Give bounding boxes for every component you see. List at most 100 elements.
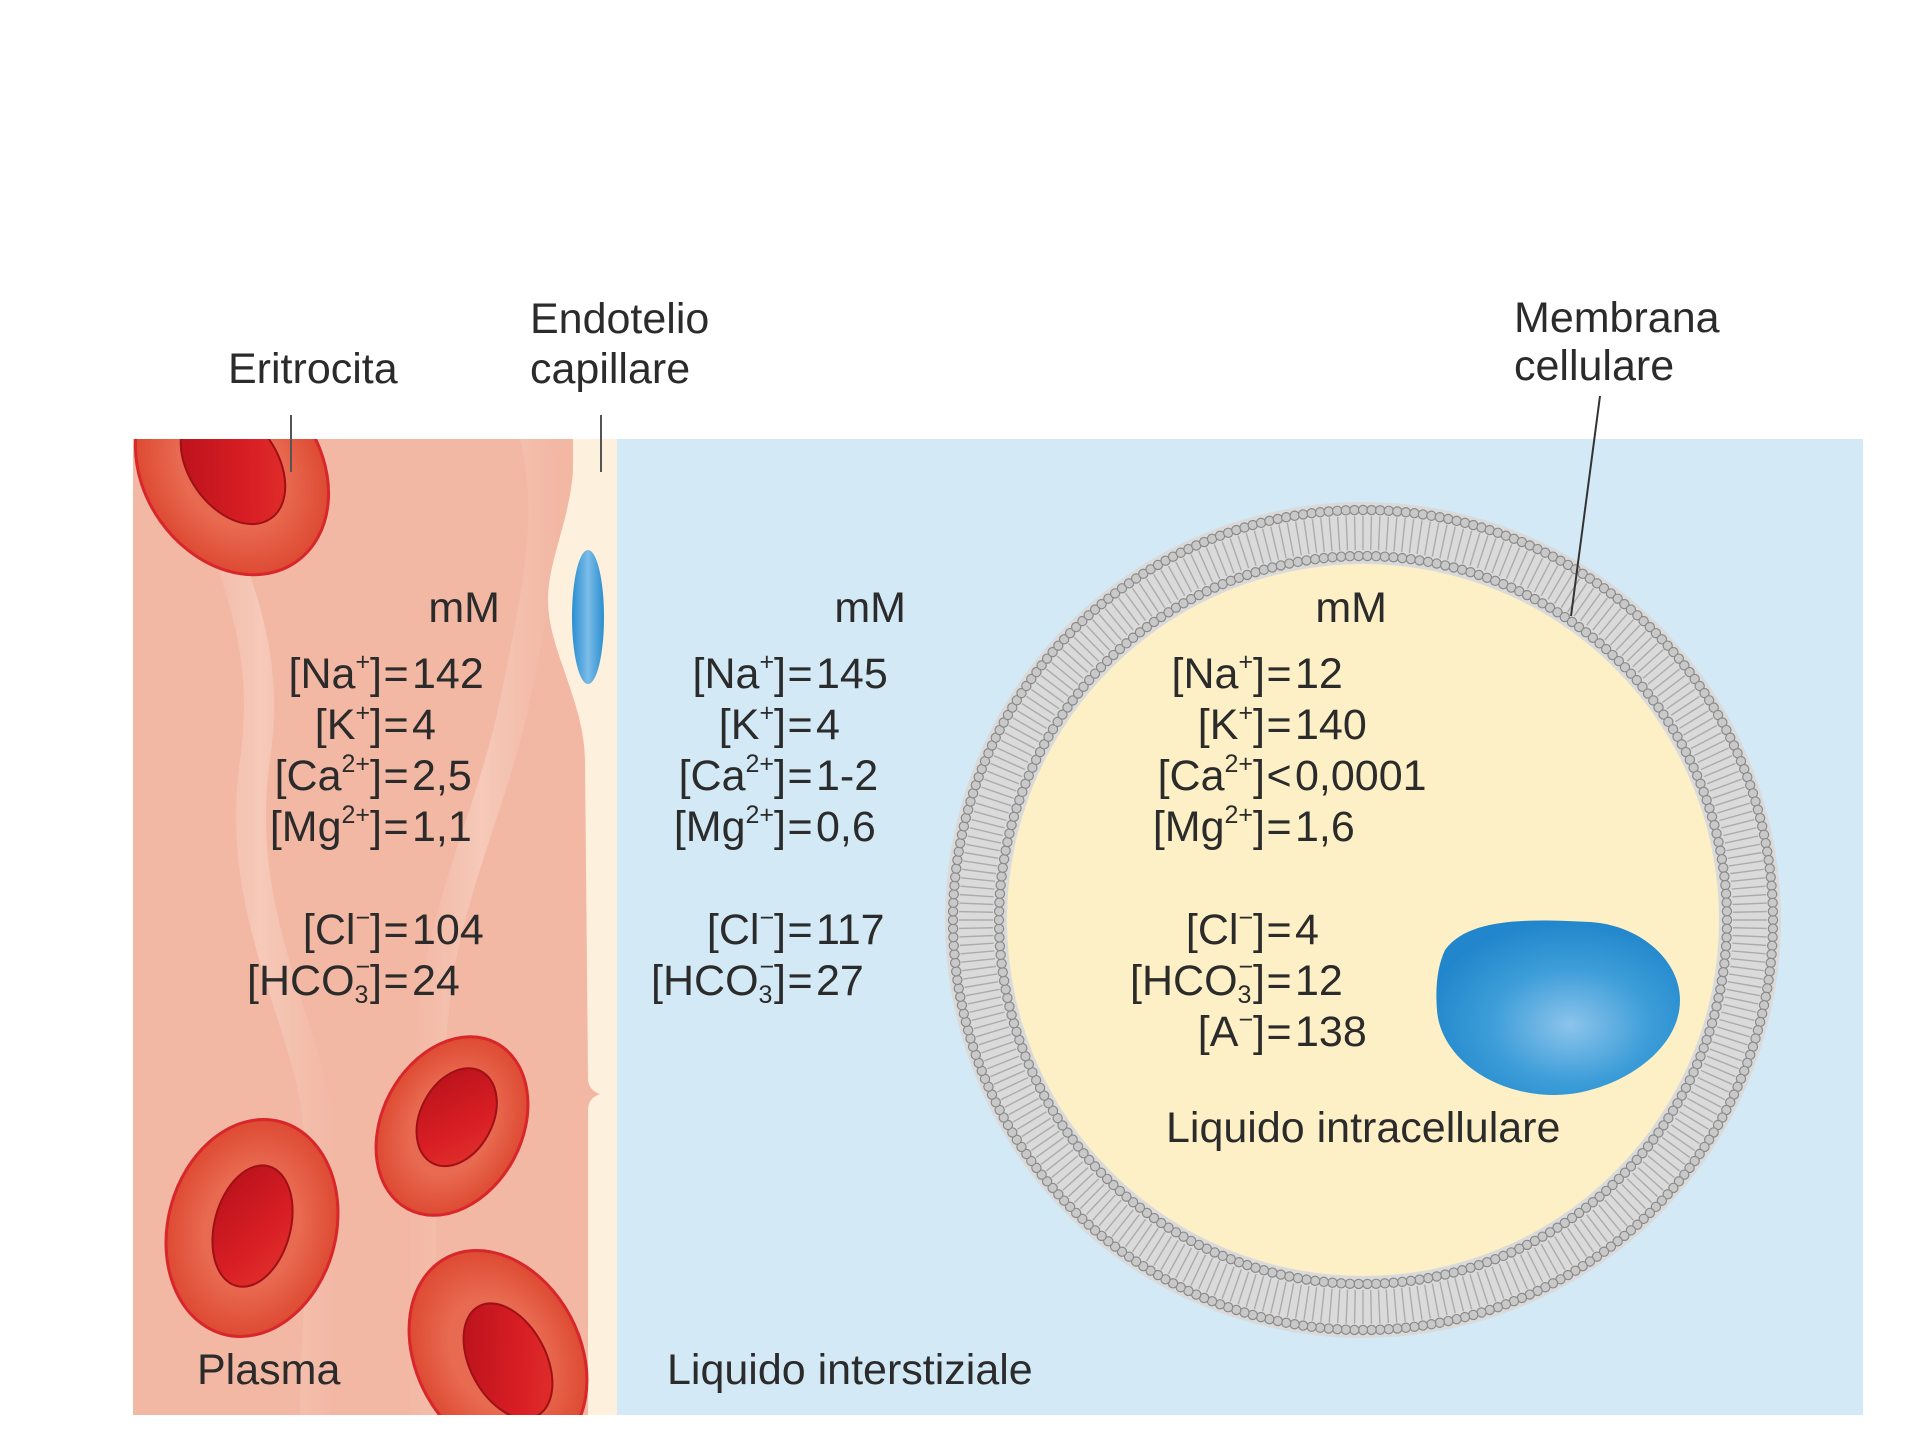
lipid-tail [1615, 625, 1641, 651]
lipid-tail [1393, 1288, 1398, 1323]
concentration-value: 1,1 [412, 803, 472, 851]
lipid-head [1067, 1134, 1078, 1145]
lipid-head [1584, 1256, 1596, 1267]
lipid-tail [1400, 518, 1406, 553]
lipid-tail [1408, 1286, 1415, 1321]
lipid-tail [1694, 739, 1726, 757]
lipid-head [1658, 1120, 1669, 1131]
lipid-tail [1533, 1247, 1551, 1279]
lipid-head [1064, 1201, 1076, 1213]
lipid-head [1121, 638, 1132, 649]
lipid-head [1440, 1269, 1451, 1280]
lipid-tail [1573, 1223, 1595, 1253]
lipid-head [1721, 897, 1732, 908]
lipid-tail [1221, 541, 1235, 574]
lipid-tail [987, 770, 1020, 785]
lipid-tail [993, 755, 1026, 771]
lipid-head [1679, 660, 1690, 671]
lipid-tail [1424, 1284, 1432, 1319]
lipid-tail [981, 786, 1014, 799]
lipid-head [1607, 1179, 1618, 1191]
lipid-tail [967, 996, 1002, 1005]
lipid-tail [1675, 1117, 1705, 1138]
lipid-head [1052, 716, 1063, 728]
lipid-tail [961, 877, 996, 883]
lipid-head [1284, 1271, 1295, 1282]
lipid-tail [1726, 843, 1760, 852]
lipid-head [1598, 583, 1610, 594]
lipid-tail [1498, 1263, 1513, 1296]
lipid-head [1631, 674, 1642, 686]
lipid-head [1605, 588, 1617, 599]
lipid-head [1719, 958, 1730, 969]
lipid-tail [1666, 1130, 1696, 1152]
lipid-head [1405, 553, 1417, 565]
lipid-tail [1431, 523, 1440, 557]
lipid-tail [1294, 1284, 1302, 1319]
lipid-head [1052, 1112, 1063, 1124]
lipid-head [1650, 1201, 1662, 1213]
lipid-tail [1728, 973, 1763, 980]
lipid-tail [1476, 1271, 1489, 1305]
lipid-tail [1491, 541, 1505, 574]
lipid-head [956, 829, 968, 840]
lipid-head [1163, 1222, 1174, 1233]
lipid-head [1007, 702, 1018, 713]
lipid-head [1275, 1269, 1286, 1280]
lipid-tail [1353, 516, 1356, 551]
lipid-head [1764, 863, 1775, 874]
lipid-head [1767, 897, 1778, 909]
lipid-tail [1732, 893, 1767, 898]
lipid-head [1053, 1189, 1064, 1200]
lipid-tail [1153, 1236, 1172, 1266]
lipid-head [1422, 1272, 1434, 1284]
lipid-head [1043, 731, 1054, 742]
lipid-head [1662, 640, 1673, 651]
lipid-head [1121, 1191, 1132, 1202]
lipid-tail [1040, 1143, 1069, 1165]
lipid-tail [1732, 910, 1767, 913]
lipid-head [1443, 1315, 1454, 1327]
lipid-tail [1021, 1117, 1051, 1138]
lipid-head [1148, 1212, 1160, 1224]
lipid-tail [1160, 1240, 1179, 1271]
lipid-head [993, 923, 1005, 934]
lipid-head [1414, 555, 1425, 566]
lipid-tail [1131, 587, 1153, 617]
lipid-head [1719, 871, 1730, 882]
lipid-tail [1732, 934, 1767, 938]
lipid-head [1170, 602, 1182, 613]
lipid-head [1327, 552, 1338, 563]
lipid-head [1392, 1323, 1403, 1334]
lipid-head [1720, 888, 1732, 900]
lipid-head [1718, 966, 1729, 978]
lipid-tail [1167, 1243, 1186, 1275]
lipid-head [1648, 1134, 1659, 1145]
lipid-tail [1278, 1281, 1287, 1316]
intracellular-unit-label: mM [1315, 584, 1387, 632]
lipid-head [1255, 517, 1267, 529]
lipid-head [1078, 681, 1089, 692]
lipid-tail [964, 851, 999, 859]
lipid-tail [1661, 681, 1691, 704]
lipid-head [958, 1008, 970, 1019]
lipid-head [1676, 1090, 1688, 1101]
lipid-tail [1652, 668, 1681, 691]
lipid-tail [1598, 608, 1622, 636]
lipid-tail [959, 893, 994, 898]
lipid-tail [1579, 592, 1602, 622]
lipid-head [1138, 568, 1149, 580]
lipid-head [1101, 1173, 1113, 1185]
lipid-head [1584, 573, 1596, 584]
lipid-head [1043, 1098, 1054, 1109]
lipid-head [1699, 687, 1710, 699]
lipid-head [1114, 1185, 1126, 1197]
erythrocyte [374, 1035, 530, 1217]
cell [945, 502, 1781, 1338]
relation-sign: = [787, 906, 812, 954]
relation-sign: = [1266, 1008, 1291, 1056]
lipid-tail [1085, 1189, 1111, 1215]
lipid-head [1667, 724, 1679, 735]
lipid-head [1134, 1202, 1146, 1213]
lipid-tail [1253, 1276, 1265, 1310]
